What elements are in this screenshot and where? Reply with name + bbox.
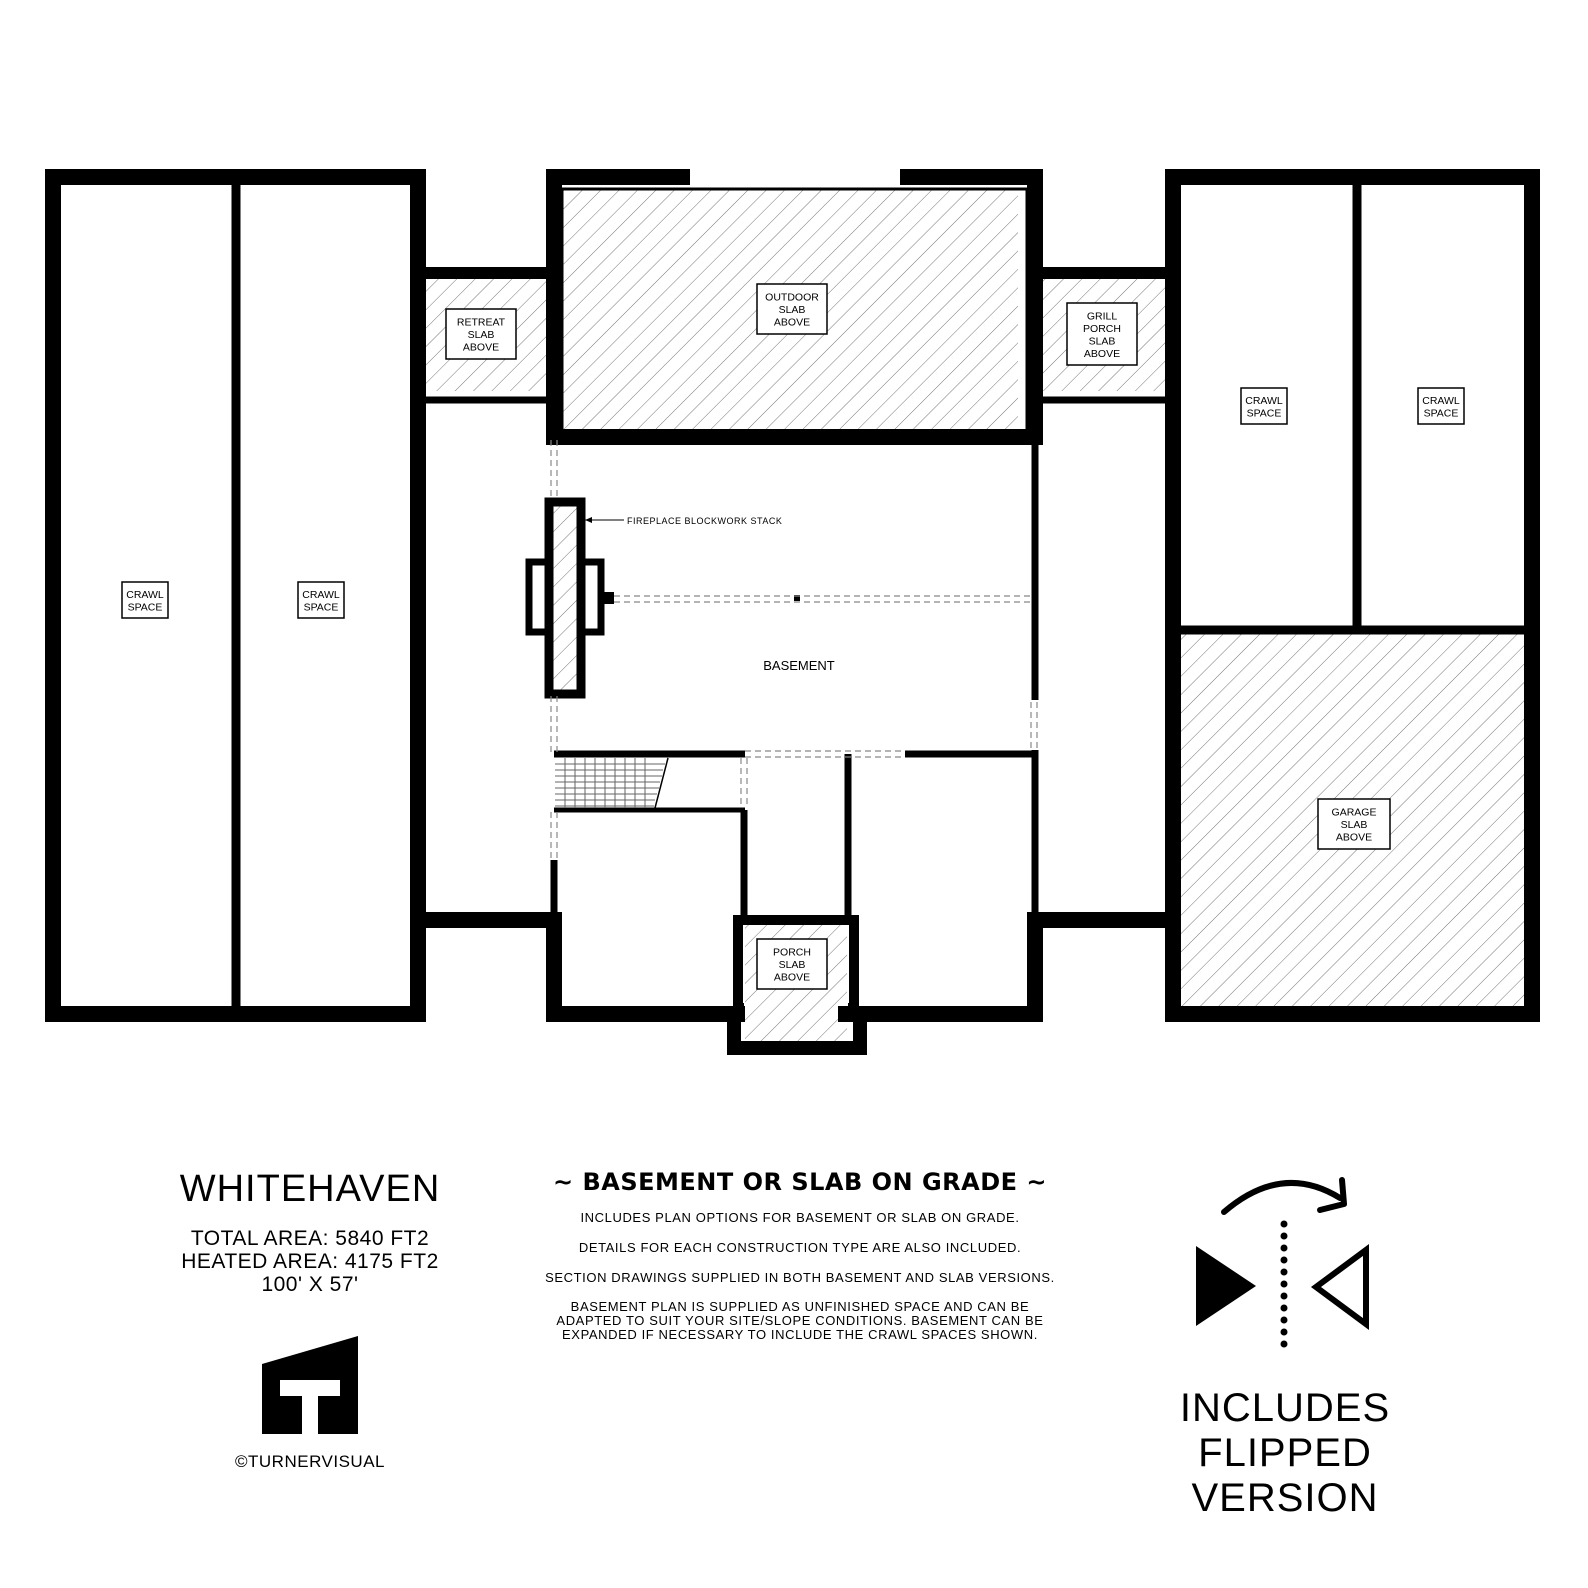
plan-name: WHITEHAVEN	[179, 1168, 441, 1210]
porch-wall	[733, 915, 859, 1013]
room-label-text: ABOVE	[774, 972, 810, 984]
room-label-text: ABOVE	[1336, 832, 1372, 844]
construction-notes: ~ BASEMENT OR SLAB ON GRADE ~ INCLUDES P…	[540, 1168, 1060, 1342]
porch-outer-wall	[727, 1014, 867, 1055]
flip-line-1: INCLUDES	[1179, 1386, 1391, 1430]
fireplace-wing-right	[577, 558, 605, 636]
room-label-text: GARAGE	[1332, 807, 1377, 819]
room-label-text: SLAB	[779, 959, 806, 971]
room-label-text: SLAB	[779, 304, 806, 316]
turner-logo	[262, 1336, 358, 1434]
plan-dimensions: 100' X 57'	[261, 1273, 359, 1296]
flip-icon	[1196, 1177, 1369, 1348]
notes-headline: ~ BASEMENT OR SLAB ON GRADE ~	[552, 1168, 1048, 1196]
heated-area: HEATED AREA: 4175 FT2	[181, 1250, 439, 1273]
flip-line-2: FLIPPED	[1198, 1431, 1372, 1475]
note-4a: BASEMENT PLAN IS SUPPLIED AS UNFINISHED …	[570, 1299, 1030, 1314]
note-4b: ADAPTED TO SUIT YOUR SITE/SLOPE CONDITIO…	[556, 1313, 1044, 1328]
room-label-text: CRAWL	[302, 589, 340, 601]
total-area: TOTAL AREA: 5840 FT2	[190, 1227, 430, 1250]
room-label-text: SLAB	[468, 329, 495, 341]
staircase	[555, 758, 665, 808]
outdoor-slab-wall	[546, 169, 1043, 445]
copyright: ©TURNERVISUAL	[234, 1452, 386, 1471]
room-label-text: CRAWL	[126, 589, 164, 601]
room-label-text: SPACE	[128, 601, 163, 613]
room-label-text: SLAB	[1089, 335, 1116, 347]
fireplace-hatch	[550, 502, 580, 695]
room-label-text: PORCH	[773, 947, 811, 959]
outdoor-inner-edge	[560, 187, 1029, 433]
room-label-text: GRILL	[1087, 310, 1118, 322]
room-label-text: SPACE	[304, 601, 339, 613]
note-1: INCLUDES PLAN OPTIONS FOR BASEMENT OR SL…	[580, 1210, 1020, 1225]
basement-label: BASEMENT	[763, 658, 835, 673]
room-label-text: SLAB	[1341, 819, 1368, 831]
flue-block	[602, 592, 614, 604]
flip-line-3: VERSION	[1191, 1476, 1379, 1520]
note-3: SECTION DRAWINGS SUPPLIED IN BOTH BASEME…	[545, 1270, 1055, 1285]
room-label-text: ABOVE	[463, 342, 499, 354]
fireplace-label: FIREPLACE BLOCKWORK STACK	[627, 516, 782, 526]
note-2: DETAILS FOR EACH CONSTRUCTION TYPE ARE A…	[578, 1240, 1022, 1255]
south-east-wall	[838, 912, 1173, 1022]
room-label-text: PORCH	[1083, 323, 1121, 335]
room-label-text: RETREAT	[457, 317, 506, 329]
note-4c: EXPANDED IF NECESSARY TO INCLUDE THE CRA…	[562, 1327, 1038, 1342]
fireplace-wing-left	[525, 558, 553, 636]
room-label-text: CRAWL	[1245, 395, 1283, 407]
plan-info: WHITEHAVEN TOTAL AREA: 5840 FT2 HEATED A…	[160, 1168, 460, 1296]
room-label-text: ABOVE	[774, 317, 810, 329]
south-west-wall	[418, 912, 745, 1022]
floor-plan: FIREPLACE BLOCKWORK STACK BASEMENT CRAWL…	[45, 169, 1540, 1055]
room-label-text: SPACE	[1247, 407, 1282, 419]
room-label-text: ABOVE	[1084, 348, 1120, 360]
room-label-text: OUTDOOR	[765, 292, 819, 304]
flip-caption: INCLUDES FLIPPED VERSION	[1160, 1386, 1410, 1521]
beam-post	[794, 595, 800, 601]
room-label-text: SPACE	[1424, 407, 1459, 419]
room-label-text: CRAWL	[1422, 395, 1460, 407]
